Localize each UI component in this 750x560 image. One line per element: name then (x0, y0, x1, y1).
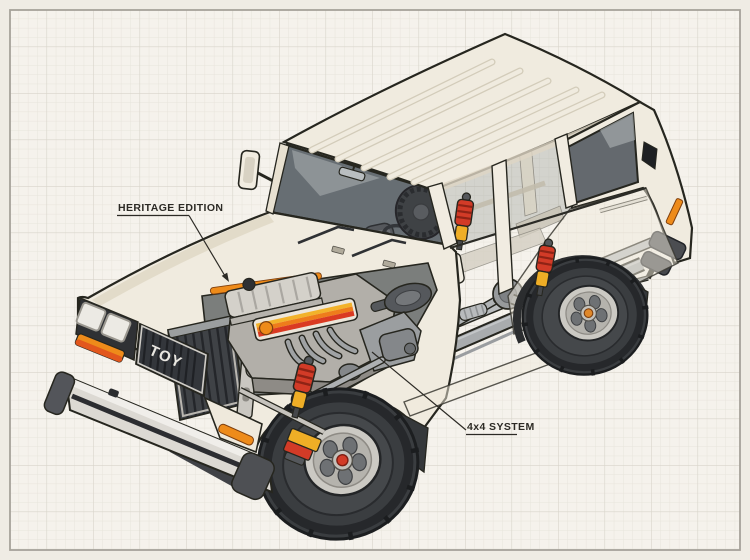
annotation-4x4-system: 4x4 SYSTEM (371, 351, 535, 436)
striped-intake-cover (252, 297, 359, 342)
cowl-vent (382, 259, 396, 269)
fender-stripe (218, 423, 255, 446)
b-pillar (491, 158, 514, 296)
brake-caliper (282, 427, 322, 466)
a-pillar-near (427, 182, 458, 250)
oil-cap (242, 277, 256, 292)
paper-frame (9, 9, 741, 551)
air-cleaner (370, 282, 433, 314)
rear-hub-cap (583, 308, 594, 318)
taillight-orange (665, 198, 684, 226)
cowl-vent (331, 245, 345, 255)
pillars (427, 133, 647, 296)
leader-arrowhead (221, 272, 229, 282)
headlight (100, 312, 132, 343)
front-bumper (43, 371, 275, 501)
bumper-rub-strip (71, 393, 269, 480)
front-end: TOY (74, 296, 209, 398)
annotation-heritage-edition: HERITAGE EDITION (117, 202, 229, 282)
turn-signal (74, 333, 126, 363)
front-hub-cap (336, 453, 349, 467)
roof-ribs (308, 58, 606, 186)
leader-line (371, 351, 467, 431)
valve-cover (224, 272, 324, 326)
steering-linkage (239, 388, 325, 434)
engine-bay (166, 262, 438, 422)
c-pillar (554, 133, 578, 209)
roof (281, 32, 643, 193)
front-suspension (282, 353, 322, 466)
rear-vent (641, 141, 658, 170)
fourxfour-system-label: 4x4 SYSTEM (467, 421, 535, 433)
rear-wheel (513, 248, 656, 385)
truck-cutaway: TOY (43, 32, 694, 554)
side-mirror (237, 149, 273, 191)
bumper-end-cap (43, 371, 76, 416)
a-pillar-far (265, 142, 290, 215)
heritage-edition-label: HERITAGE EDITION (118, 202, 223, 214)
transfer-case (378, 328, 419, 362)
leader-line (188, 215, 226, 277)
tow-hook (108, 388, 119, 398)
beltline (449, 186, 647, 250)
rearview-mirror (338, 165, 366, 182)
wipers (297, 225, 407, 258)
bumper-end-cap (231, 452, 275, 501)
headlight (75, 301, 107, 332)
front-wheel (244, 374, 432, 554)
exhaust-manifold (285, 327, 358, 369)
